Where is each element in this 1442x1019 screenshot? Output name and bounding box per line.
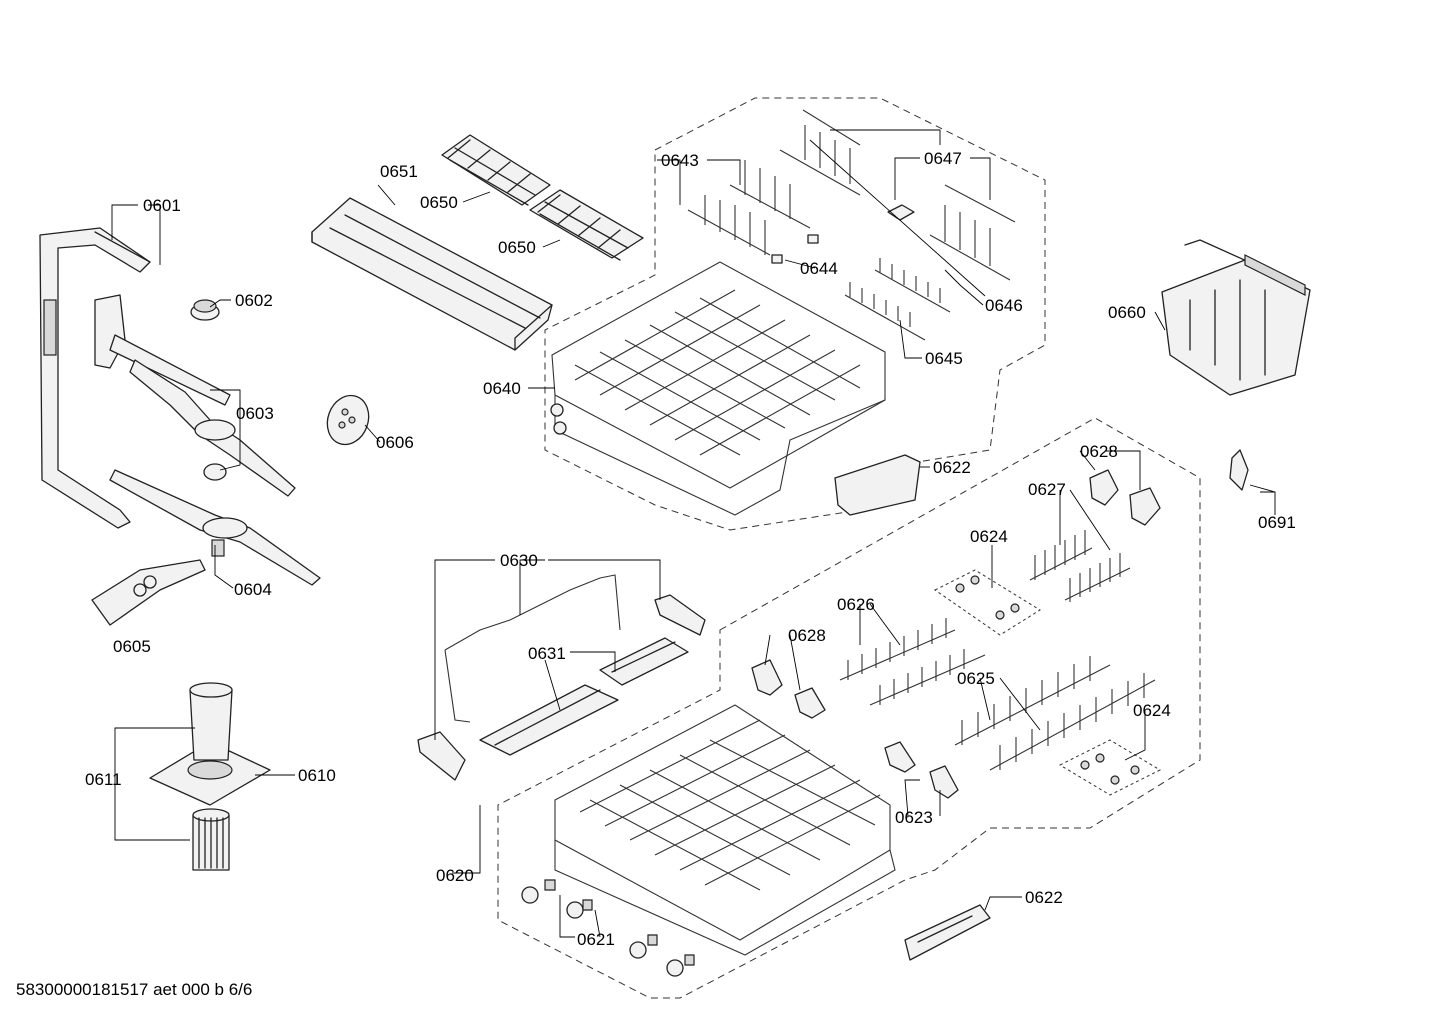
cup-shelf-0643 [687, 160, 811, 256]
upper-spray-arm-0603 [94, 294, 296, 497]
disc-0606 [326, 394, 370, 446]
label-0645: 0645 [925, 349, 963, 368]
label-0622-upper: 0622 [933, 458, 971, 477]
label-0626: 0626 [837, 595, 875, 614]
clips-0628-middle [751, 659, 826, 719]
clip-0647 [887, 204, 915, 221]
upper-basket-0640 [550, 261, 886, 516]
rail-0630 [417, 574, 706, 781]
spray-arm-pipe-0601 [39, 227, 151, 529]
insert-0631 [479, 637, 689, 756]
label-0628-middle: 0628 [788, 626, 826, 645]
label-0603: 0603 [236, 404, 274, 423]
cutlery-basket-0660 [1161, 239, 1311, 396]
label-0650-bottom: 0650 [498, 238, 536, 257]
label-0604: 0604 [234, 580, 272, 599]
clip-group-0624-lower [1058, 739, 1162, 796]
rack-0627 [1029, 530, 1131, 602]
hook-0691 [1229, 449, 1249, 491]
handle-0622-lower [904, 904, 991, 961]
label-0627: 0627 [1028, 480, 1066, 499]
label-0651: 0651 [380, 162, 418, 181]
rack-0625 [954, 656, 1156, 771]
wheels-0621 [521, 879, 695, 977]
lower-basket-0620 [554, 704, 896, 956]
label-0643: 0643 [661, 151, 699, 170]
lower-spray-arm-0604 [109, 469, 321, 586]
rack-0646 [779, 109, 1016, 281]
label-0628-top: 0628 [1080, 442, 1118, 461]
folding-rack-0645 [844, 258, 951, 341]
label-0611: 0611 [85, 770, 122, 789]
label-0610: 0610 [298, 766, 336, 785]
label-0620: 0620 [436, 866, 474, 885]
label-0644: 0644 [800, 259, 838, 278]
filter-cover-0605 [91, 559, 206, 626]
rack-0626 [839, 618, 986, 706]
label-0625: 0625 [957, 669, 995, 688]
cutlery-insert-0650-bottom [529, 189, 644, 261]
label-0660: 0660 [1108, 303, 1146, 322]
label-0601: 0601 [143, 196, 181, 215]
clips-0628-top [1089, 469, 1161, 526]
label-0647: 0647 [924, 149, 962, 168]
label-0624-upper: 0624 [970, 527, 1008, 546]
label-0630: 0630 [500, 551, 538, 570]
label-0691: 0691 [1258, 513, 1296, 532]
clips-0623 [884, 741, 959, 799]
label-0621: 0621 [577, 930, 615, 949]
label-0640: 0640 [483, 379, 521, 398]
cutlery-drawer-0651 [311, 197, 553, 351]
filter-plate-0610 [149, 741, 271, 806]
clip-0644 [771, 234, 819, 264]
filter-tube-0611 [189, 682, 233, 871]
label-0622-lower: 0622 [1025, 888, 1063, 907]
label-0602: 0602 [235, 291, 273, 310]
document-id: 58300000181517 aet 000 b 6/6 [16, 980, 253, 999]
handle-0622-upper [834, 454, 921, 516]
nut-0602 [190, 299, 220, 321]
leader-lines [111, 129, 1276, 938]
cutlery-insert-0650-top [441, 134, 551, 206]
label-0623: 0623 [895, 808, 933, 827]
label-0624-lower: 0624 [1133, 701, 1171, 720]
label-0646: 0646 [985, 296, 1023, 315]
label-0631: 0631 [528, 644, 566, 663]
label-0605: 0605 [113, 637, 151, 656]
part-labels: 0601 0602 0603 0604 0605 0606 0610 0611 … [85, 149, 1296, 949]
label-0650-top: 0650 [420, 193, 458, 212]
clip-group-0624-upper [934, 569, 1041, 636]
label-0606: 0606 [376, 433, 414, 452]
